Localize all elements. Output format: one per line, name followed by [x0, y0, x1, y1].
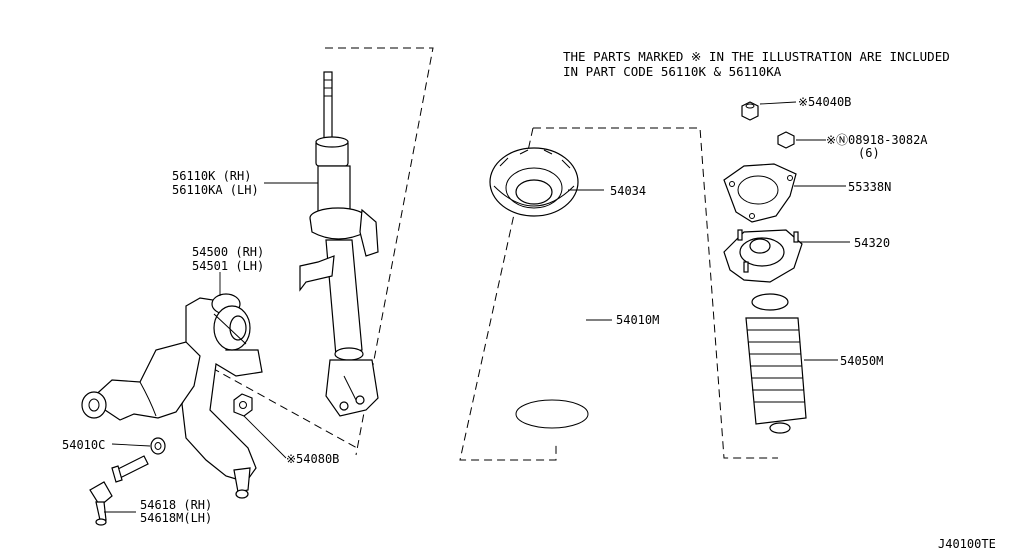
callout-54618m: 54618M(LH) — [140, 511, 212, 525]
callout-08918: ※Ⓝ08918-3082A — [826, 133, 928, 147]
diagram-code: J40100TE — [938, 537, 996, 551]
stabilizer-link — [89, 481, 113, 526]
callout-56110ka: 56110KA (LH) — [172, 183, 259, 197]
callout-54010m: 54010M — [616, 313, 659, 327]
callout-55338n: 55338N — [848, 180, 891, 194]
hardware-bolt — [111, 455, 149, 483]
callout-54034: 54034 — [610, 184, 646, 198]
callout-54010c: 54010C — [62, 438, 105, 452]
nut-54040b — [741, 101, 759, 121]
dust-boot — [745, 293, 807, 434]
strut-assembly — [299, 71, 379, 417]
strut-mount — [723, 229, 803, 283]
upper-spring-seat — [489, 147, 579, 217]
bolt-08918 — [777, 131, 795, 149]
mounting-plate — [723, 163, 797, 223]
callout-54050m: 54050M — [840, 354, 883, 368]
callout-54618: 54618 (RH) — [140, 498, 212, 512]
note-line-1: THE PARTS MARKED ※ IN THE ILLUSTRATION A… — [563, 49, 950, 64]
coil-spring — [504, 239, 594, 429]
hardware-nut-54080b — [233, 393, 253, 417]
callout-54501: 54501 (LH) — [192, 259, 264, 273]
steering-knuckle — [181, 293, 263, 499]
callout-56110k: 56110K (RH) — [172, 169, 251, 183]
callout-54320: 54320 — [854, 236, 890, 250]
callout-54040b: ※54040B — [798, 95, 851, 109]
hardware-washer — [150, 437, 166, 455]
dashed-group-lines — [211, 47, 778, 461]
lower-control-arm — [81, 341, 201, 421]
note-line-2: IN PART CODE 56110K & 56110KA — [563, 64, 782, 79]
callout-08918-qty: (6) — [858, 146, 880, 160]
callout-54500: 54500 (RH) — [192, 245, 264, 259]
leader-lines — [104, 101, 850, 513]
callout-54080b: ※54080B — [286, 452, 339, 466]
